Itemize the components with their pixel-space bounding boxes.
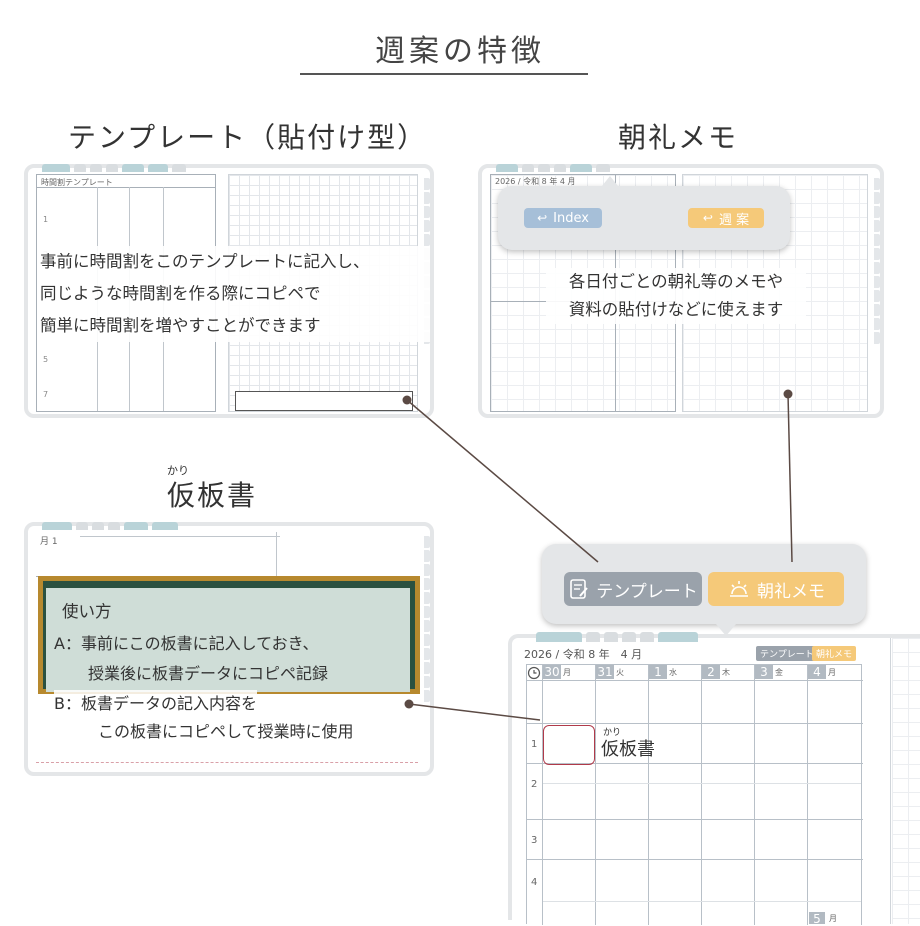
clock-icon: [527, 665, 543, 681]
board-card: 月 1 使い方 A：事前にこの板書に記入しておき、 授業後に板書データにコピペ記…: [24, 522, 434, 776]
morning-description: 各日付ごとの朝礼等のメモや 資料の貼付けなどに使えます: [546, 268, 806, 324]
planner-date: 2026 / 令和 8 年 4 月: [524, 648, 643, 661]
day-wd-3: 木: [722, 668, 730, 677]
sunrise-icon: [730, 581, 748, 597]
board-lower-area: [36, 698, 418, 768]
planner-board-ruby: かり: [603, 728, 622, 738]
board-heading: 仮板書: [167, 479, 258, 512]
day-num-2: 1: [649, 665, 667, 679]
template-row-7: 7: [43, 390, 49, 399]
day-wd-1: 火: [616, 668, 624, 677]
board-tabs: [42, 522, 178, 530]
planner-board-label: 仮板書: [601, 739, 655, 760]
day-num-5: 4: [808, 665, 826, 679]
template-mini-table: [235, 391, 413, 411]
morning-heading: 朝礼メモ: [618, 121, 739, 154]
return-arrow-icon: ↩: [537, 211, 548, 225]
day-num-3: 2: [702, 665, 720, 679]
template-heading: テンプレート（貼付け型）: [68, 121, 428, 154]
usage-box: [46, 588, 410, 692]
morning-side-tabs: [874, 178, 880, 344]
board-side-tabs: [424, 536, 430, 702]
morning-memo-button[interactable]: 朝礼メモ: [708, 572, 844, 606]
feature-callout: テンプレート 朝礼メモ: [542, 544, 866, 636]
day-wd-4: 金: [775, 668, 783, 677]
morning-date: 2026 / 令和 8 年 4 月: [495, 177, 576, 186]
planner-calendar: 30 月 31 火 1 水 2 木 3 金 4 月 1 2 3 4 かり: [526, 664, 863, 926]
usage-b-line1: B：板書データの記入内容を: [54, 690, 257, 714]
template-button[interactable]: テンプレート: [564, 572, 702, 606]
period-3: 3: [531, 835, 538, 846]
template-sheet-label: 時間割テンプレート: [41, 178, 113, 187]
usage-b-line2: この板書にコピペして授業時に使用: [98, 722, 354, 741]
page-title: 週案の特徴: [375, 34, 545, 69]
usage-a-line2: 授業後に板書データにコピペ記録: [88, 664, 329, 683]
return-arrow-icon: ↩: [702, 211, 713, 225]
board-link-cell[interactable]: [543, 725, 595, 765]
index-button[interactable]: ↩ Index: [524, 208, 602, 228]
day-num-4: 3: [755, 665, 773, 679]
template-doc-icon: [570, 579, 589, 599]
usage-title: 使い方: [62, 602, 112, 621]
mini-morning-button[interactable]: 朝礼メモ: [812, 646, 857, 661]
template-row-1: 1: [43, 215, 49, 224]
period-1: 1: [531, 739, 538, 750]
day-wd-0: 月: [563, 668, 571, 677]
period-2: 2: [531, 779, 538, 790]
weekly-planner: 2026 / 令和 8 年 4 月 テンプレート 朝礼メモ 30 月 31 火 …: [508, 632, 920, 926]
day-num-0: 30: [543, 665, 561, 679]
day-wd-next: 月: [829, 914, 837, 923]
usage-a-line1: A：事前にこの板書に記入しておき、: [54, 634, 319, 653]
template-tabs: [42, 164, 186, 172]
day-num-1: 31: [596, 665, 614, 679]
planner-tabs: [536, 632, 698, 642]
morning-tabs: [496, 164, 610, 172]
planner-right-page: [892, 638, 920, 924]
template-card: 時間割テンプレート 1 2 3 4 5 7 事前に時間割をこのテンプレートに記入…: [24, 164, 434, 418]
day-wd-5: 月: [828, 668, 836, 677]
template-description: 事前に時間割をこのテンプレートに記入し、 同じような時間割を作る際にコピペで 簡…: [40, 246, 430, 342]
index-popup: ↩ Index ↩ 週 案: [498, 176, 790, 250]
board-header-label: 月 1: [40, 537, 58, 547]
title-underline: [300, 73, 588, 75]
mini-template-button[interactable]: テンプレート: [756, 646, 818, 661]
board-ruby: かり: [167, 464, 189, 477]
period-4: 4: [531, 877, 538, 888]
day-wd-2: 水: [669, 668, 677, 677]
template-row-5: 5: [43, 355, 49, 364]
weekly-button[interactable]: ↩ 週 案: [688, 208, 764, 228]
